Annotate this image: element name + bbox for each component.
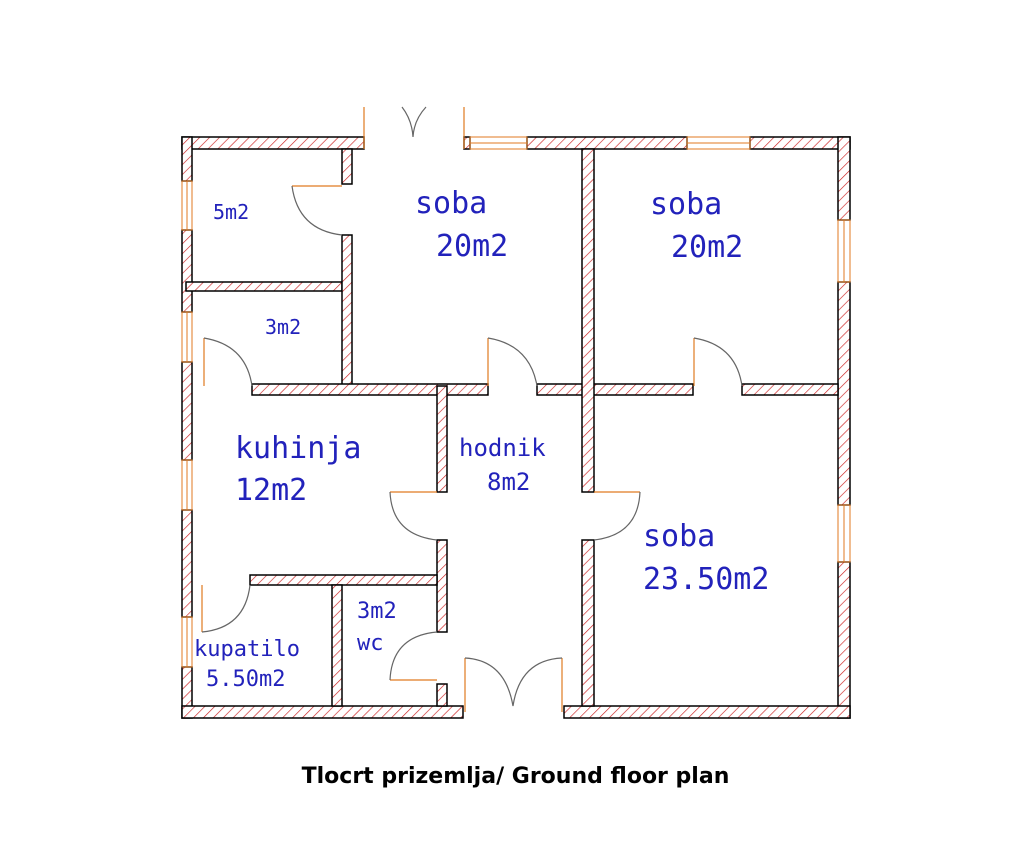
soba-2-name: soba	[650, 187, 722, 222]
wall	[536, 383, 694, 396]
window	[181, 616, 193, 668]
wall	[837, 561, 851, 719]
kupatilo-area: 5.50m2	[206, 667, 285, 692]
wall	[185, 281, 343, 292]
wall	[181, 229, 193, 313]
wall	[341, 234, 353, 387]
wall	[436, 683, 448, 707]
door	[291, 185, 343, 236]
window	[686, 136, 751, 150]
wall	[181, 705, 464, 719]
wall	[249, 574, 438, 586]
wall	[181, 361, 193, 461]
soba-2-area: 20m2	[671, 230, 743, 265]
soba-1-area: 20m2	[436, 229, 508, 264]
wall	[181, 509, 193, 618]
hodnik-name: hodnik	[459, 434, 546, 462]
kuhinja-area: 12m2	[235, 473, 307, 508]
window	[837, 219, 851, 283]
plan-caption: Tlocrt prizemlja/ Ground floor plan	[301, 764, 730, 789]
window	[181, 311, 193, 363]
wall	[331, 584, 343, 707]
door	[487, 337, 538, 387]
wall	[837, 136, 851, 221]
wall	[581, 539, 595, 707]
room-5m2-area: 5m2	[213, 200, 249, 224]
soba-3-name: soba	[643, 519, 715, 554]
window	[469, 136, 528, 150]
wall	[526, 136, 688, 150]
wall	[581, 148, 595, 493]
wall	[749, 136, 851, 150]
walls	[181, 136, 851, 719]
wall	[181, 136, 193, 182]
door	[203, 337, 253, 387]
wall	[563, 705, 851, 719]
wc-name: wc	[357, 631, 384, 656]
soba-3-area: 23.50m2	[643, 562, 769, 597]
room-3m2-area: 3m2	[265, 315, 301, 339]
door	[389, 631, 438, 681]
door	[593, 491, 641, 541]
windows	[181, 136, 851, 668]
wall	[741, 383, 839, 396]
hodnik-area: 8m2	[487, 468, 530, 496]
door	[693, 337, 743, 387]
room-labels: 5m2 3m2 soba 20m2 soba 20m2 kuhinja 12m2…	[194, 186, 769, 692]
wall	[436, 385, 448, 493]
kuhinja-name: kuhinja	[235, 431, 361, 466]
wall	[837, 281, 851, 506]
window	[181, 180, 193, 231]
main-entrance-door	[363, 106, 465, 149]
door	[389, 491, 438, 541]
door	[201, 584, 251, 633]
kupatilo-name: kupatilo	[194, 637, 300, 662]
wc-area: 3m2	[357, 599, 397, 624]
window	[181, 459, 193, 511]
wall	[436, 539, 448, 633]
wall	[463, 136, 471, 150]
soba-1-name: soba	[415, 186, 487, 221]
wall	[251, 383, 489, 396]
wall	[341, 148, 353, 185]
doors	[201, 106, 743, 712]
window	[837, 504, 851, 563]
wall	[181, 136, 365, 150]
back-entrance-door	[464, 657, 563, 712]
